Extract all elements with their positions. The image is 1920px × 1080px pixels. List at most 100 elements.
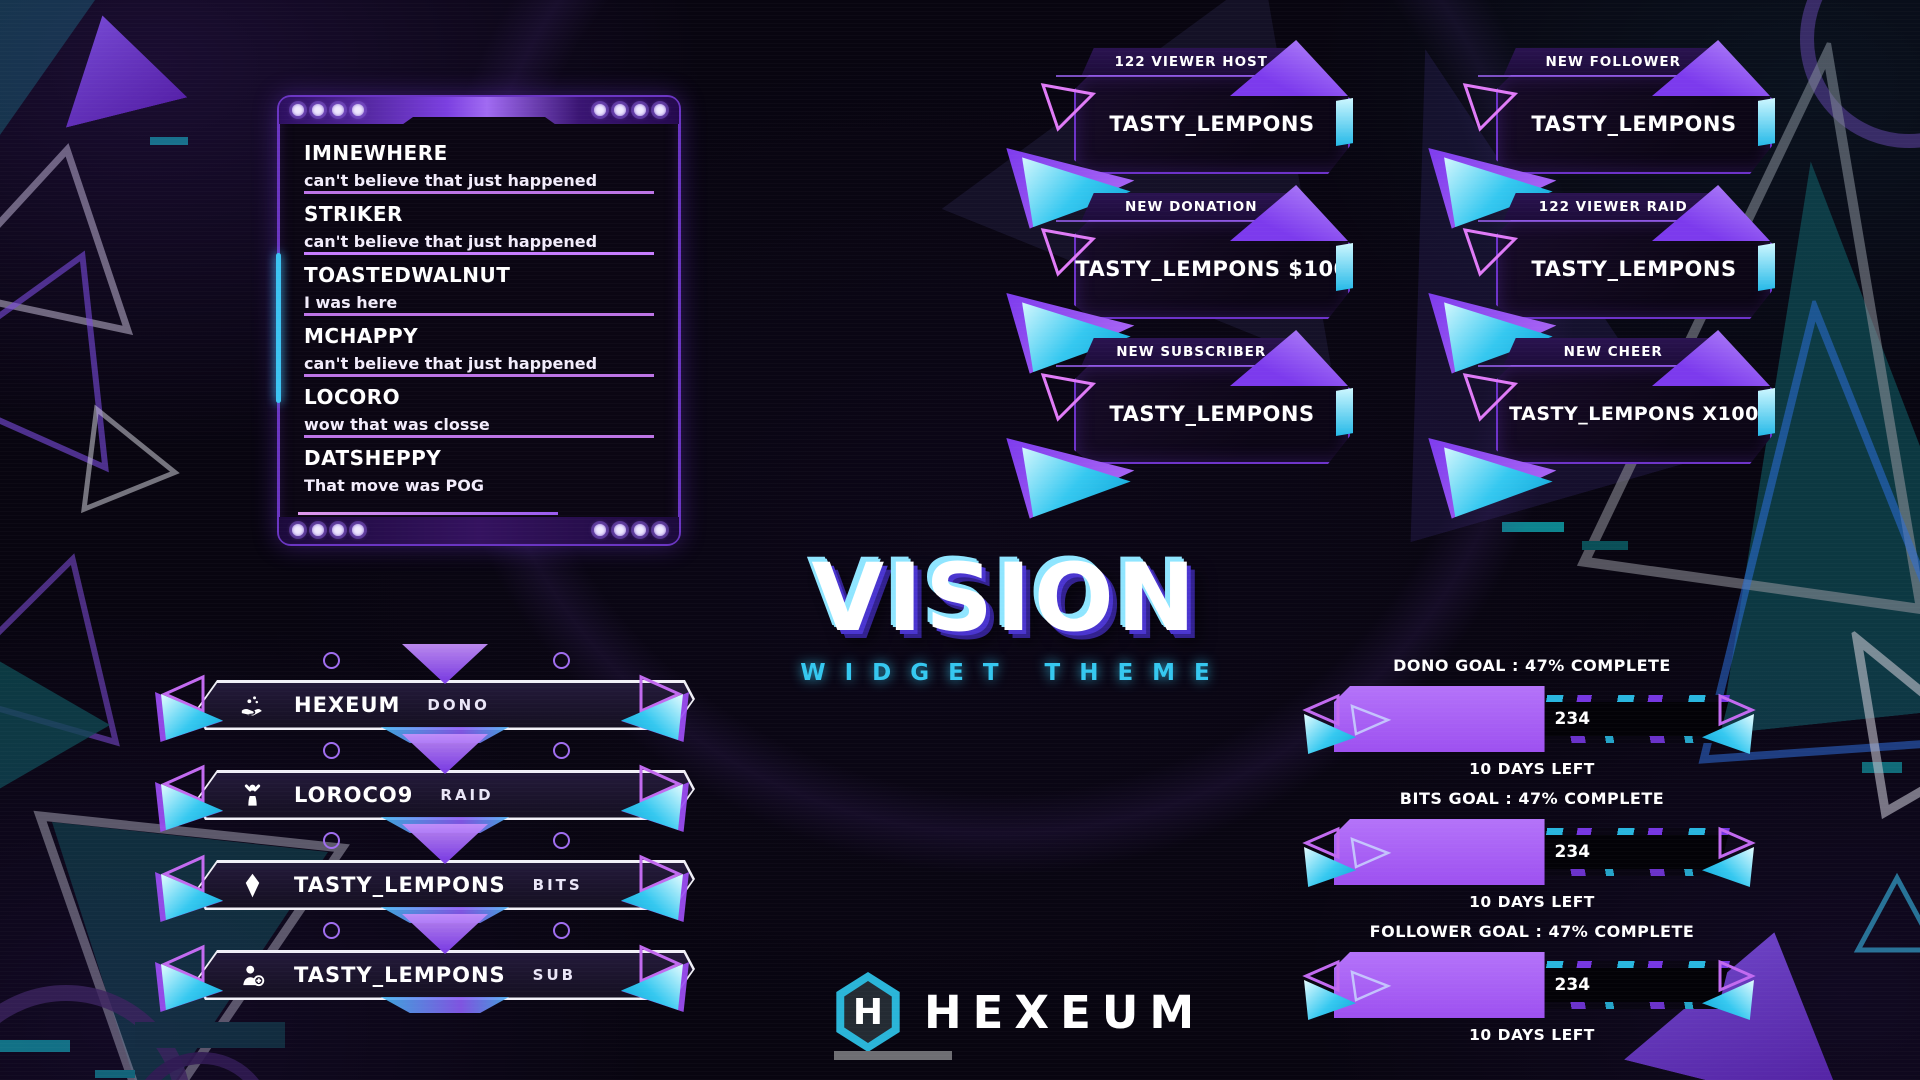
outline-triangle-icon: [639, 674, 683, 714]
theme-title: VISION: [811, 544, 1199, 653]
hexeum-logo-icon: H: [832, 972, 952, 1060]
event-label-name: TASTY_LEMPONS: [294, 963, 506, 987]
goal-days-left: 10 DAYS LEFT: [1469, 893, 1595, 911]
goal-bar-fill: [1334, 819, 1545, 885]
bg-dash: [1582, 541, 1628, 550]
event-label-bar: [195, 680, 695, 730]
alert-value: TASTY_LEMPONS: [1531, 257, 1737, 281]
decor-dot: [634, 524, 646, 536]
bg-circle-ring: [130, 1052, 274, 1080]
goal-days-left: 10 DAYS LEFT: [1469, 760, 1595, 778]
bg-outline-triangle: [0, 143, 134, 336]
goal-value: 234: [1554, 709, 1591, 729]
decor-ring: [553, 922, 570, 939]
outline-triangle-icon: [1718, 826, 1756, 860]
decor-triangle-down: [402, 914, 488, 954]
alert-value: TASTY_LEMPONS $100: [1075, 257, 1349, 281]
event-label-bar-inner: [198, 683, 693, 728]
brand-underline: [834, 1051, 952, 1060]
bg-rect: [135, 1022, 285, 1048]
alert-cyan-shard: [1336, 388, 1353, 436]
chat-message-text: That move was POG: [304, 476, 484, 495]
decor-ring: [553, 652, 570, 669]
decor-dot: [654, 524, 666, 536]
chat-box-widget: IMNEWHERE can't believe that just happen…: [276, 95, 681, 546]
chat-top-dots-left: [292, 104, 364, 116]
outline-triangle-icon: [161, 674, 205, 714]
event-label-type: BITS: [532, 876, 583, 894]
decor-dot: [614, 104, 626, 116]
event-label-content: TASTY_LEMPONS SUB: [195, 950, 695, 1000]
alert-label-text: NEW DONATION: [1124, 198, 1258, 215]
decor-outline-triangle: [1350, 704, 1392, 736]
alert-label-text: 122 VIEWER HOST: [1114, 53, 1268, 70]
decor-ring: [323, 922, 340, 939]
decor-dot: [594, 104, 606, 116]
event-label-bits: TASTY_LEMPONS BITS: [155, 824, 725, 923]
event-label-name: HEXEUM: [294, 693, 401, 717]
chat-username: DATSHEPPY: [304, 446, 442, 470]
outline-triangle-icon: [639, 854, 683, 894]
chat-message: IMNEWHERE can't believe that just happen…: [304, 133, 654, 194]
event-label-type: RAID: [440, 786, 494, 804]
alert-cyan-shard: [1758, 98, 1775, 146]
chat-username: IMNEWHERE: [304, 141, 448, 165]
goal-bar-fill: [1334, 686, 1545, 752]
event-label-raid: LOROCO9 RAID: [155, 734, 725, 833]
alert-outline-triangle: [1462, 83, 1519, 132]
chat-bottom-underline: [298, 512, 558, 515]
alert-label-text: NEW SUBSCRIBER: [1116, 343, 1267, 360]
goal-bar-fill: [1334, 952, 1545, 1018]
event-label-type: SUB: [532, 966, 577, 984]
outline-triangle-icon: [161, 764, 205, 804]
bg-outline-triangle: [81, 404, 180, 514]
decor-ring: [553, 832, 570, 849]
hexeum-brand: H HEXEUM: [832, 966, 1252, 1060]
chat-message-text: can't believe that just happened: [304, 171, 598, 190]
alert-label-text: NEW FOLLOWER: [1545, 53, 1682, 70]
alert-value: TASTY_LEMPONS: [1109, 402, 1315, 426]
goal-bar: 234: [1302, 952, 1756, 1020]
decor-ring: [323, 652, 340, 669]
chat-bottom-dots-left: [292, 524, 364, 536]
decor-dot: [614, 524, 626, 536]
chat-message: MCHAPPY can't believe that just happened: [304, 316, 654, 377]
chat-message: DATSHEPPY That move was POG: [304, 438, 654, 499]
event-label-name: TASTY_LEMPONS: [294, 873, 506, 897]
chat-message: LOCORO wow that was closse: [304, 377, 654, 438]
bg-outline-triangle: [0, 250, 109, 473]
event-label-content: HEXEUM DONO: [195, 680, 695, 730]
decor-triangle-down: [402, 644, 488, 684]
event-label-name: LOROCO9: [294, 783, 414, 807]
event-label-content: TASTY_LEMPONS BITS: [195, 860, 695, 910]
decor-dot: [312, 104, 324, 116]
chat-bottom-bar: [279, 517, 679, 544]
outline-triangle-icon: [1302, 693, 1340, 727]
hexagon-letter: H: [852, 991, 884, 1033]
bg-dash: [95, 1070, 135, 1078]
bg-outline-arrow: [1850, 627, 1920, 820]
alert-new-subscriber: NEW SUBSCRIBER TASTY_LEMPONS: [1040, 330, 1360, 510]
raid-person-icon: [239, 782, 266, 809]
alert-outline-triangle: [1462, 228, 1519, 277]
decor-ring: [553, 742, 570, 759]
chat-message-text: can't believe that just happened: [304, 232, 598, 251]
event-label-bar-inner: [198, 773, 693, 818]
decor-dot: [312, 524, 324, 536]
decor-dot: [594, 524, 606, 536]
chat-message-text: I was here: [304, 293, 398, 312]
chat-message: TOASTEDWALNUT I was here: [304, 255, 654, 316]
bg-dash: [0, 1040, 70, 1052]
decor-outline-triangle: [1350, 970, 1392, 1002]
outline-triangle-icon: [639, 764, 683, 804]
alert-label-text: NEW CHEER: [1563, 343, 1663, 360]
bg-dash: [150, 137, 188, 145]
event-label-content: LOROCO9 RAID: [195, 770, 695, 820]
event-label-dono: HEXEUM DONO: [155, 644, 725, 743]
decor-dot: [634, 104, 646, 116]
alert-cyan-shard: [1336, 243, 1353, 291]
alert-label-text: 122 VIEWER RAID: [1538, 198, 1688, 215]
alert-new-cheer: NEW CHEER TASTY_LEMPONS X100: [1462, 330, 1782, 510]
chat-message-list: IMNEWHERE can't believe that just happen…: [288, 129, 670, 509]
alert-outline-triangle: [1462, 373, 1519, 422]
